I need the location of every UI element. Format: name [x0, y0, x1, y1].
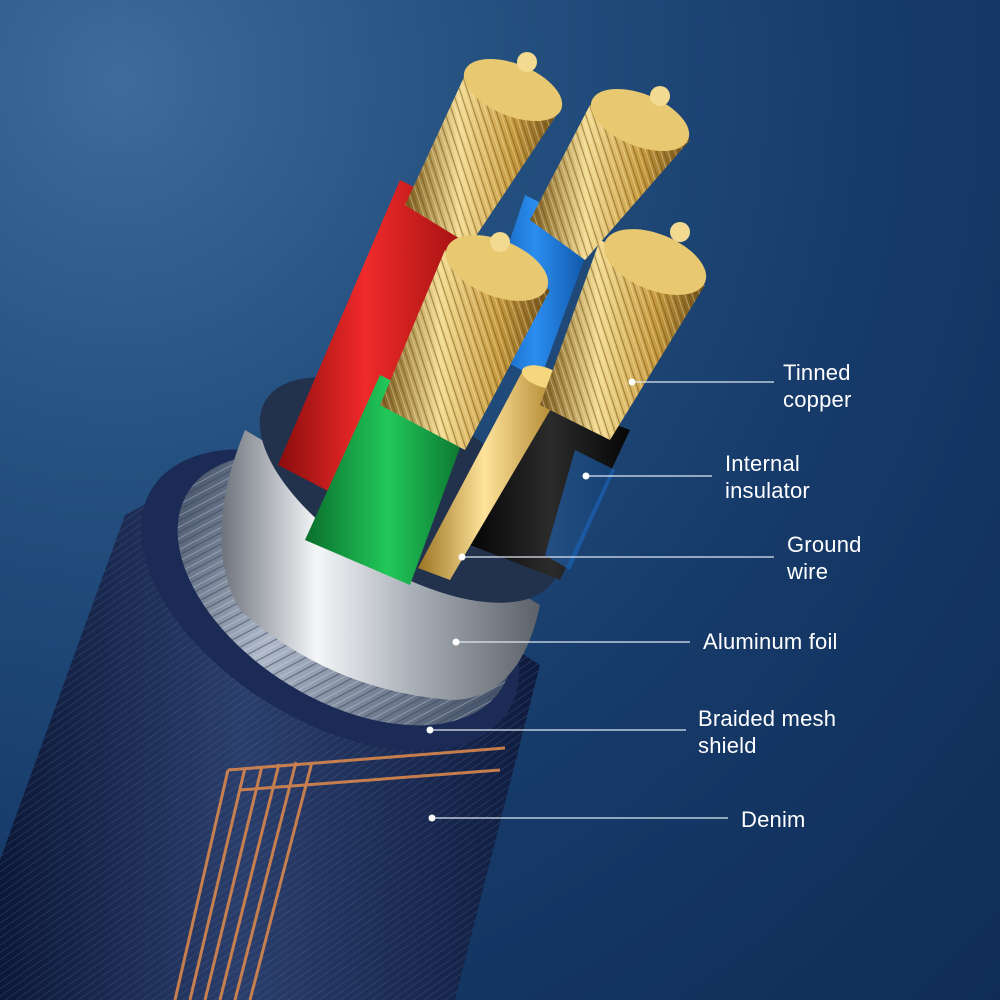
copper-bundle: [380, 232, 550, 450]
label-text: shield: [698, 733, 757, 758]
label-internal-insulator: Internal insulator: [725, 450, 810, 504]
copper-bundle: [530, 86, 690, 260]
label-text: Denim: [741, 807, 806, 832]
label-aluminum-foil: Aluminum foil: [703, 628, 838, 655]
ground-wire: [418, 372, 565, 580]
label-braided-mesh-shield: Braided mesh shield: [698, 705, 836, 759]
label-text: Aluminum foil: [703, 629, 838, 654]
label-text: insulator: [725, 478, 810, 503]
label-tinned-copper: Tinned copper: [783, 359, 851, 413]
copper-thread-stripe: [173, 746, 506, 1000]
label-text: Ground: [787, 532, 862, 557]
copper-bundle: [405, 52, 563, 245]
label-text: Tinned: [783, 360, 851, 385]
label-text: copper: [783, 387, 852, 412]
tinned-copper-strands: [380, 52, 707, 450]
label-ground-wire: Ground wire: [787, 531, 862, 585]
red-wire: [278, 180, 470, 505]
black-wire: [470, 400, 630, 580]
label-text: wire: [787, 559, 829, 584]
leader-lines: [426, 378, 774, 822]
label-text: Braided mesh: [698, 706, 837, 731]
copper-bundle: [540, 222, 707, 440]
label-text: Internal: [725, 451, 800, 476]
label-denim: Denim: [741, 806, 806, 833]
